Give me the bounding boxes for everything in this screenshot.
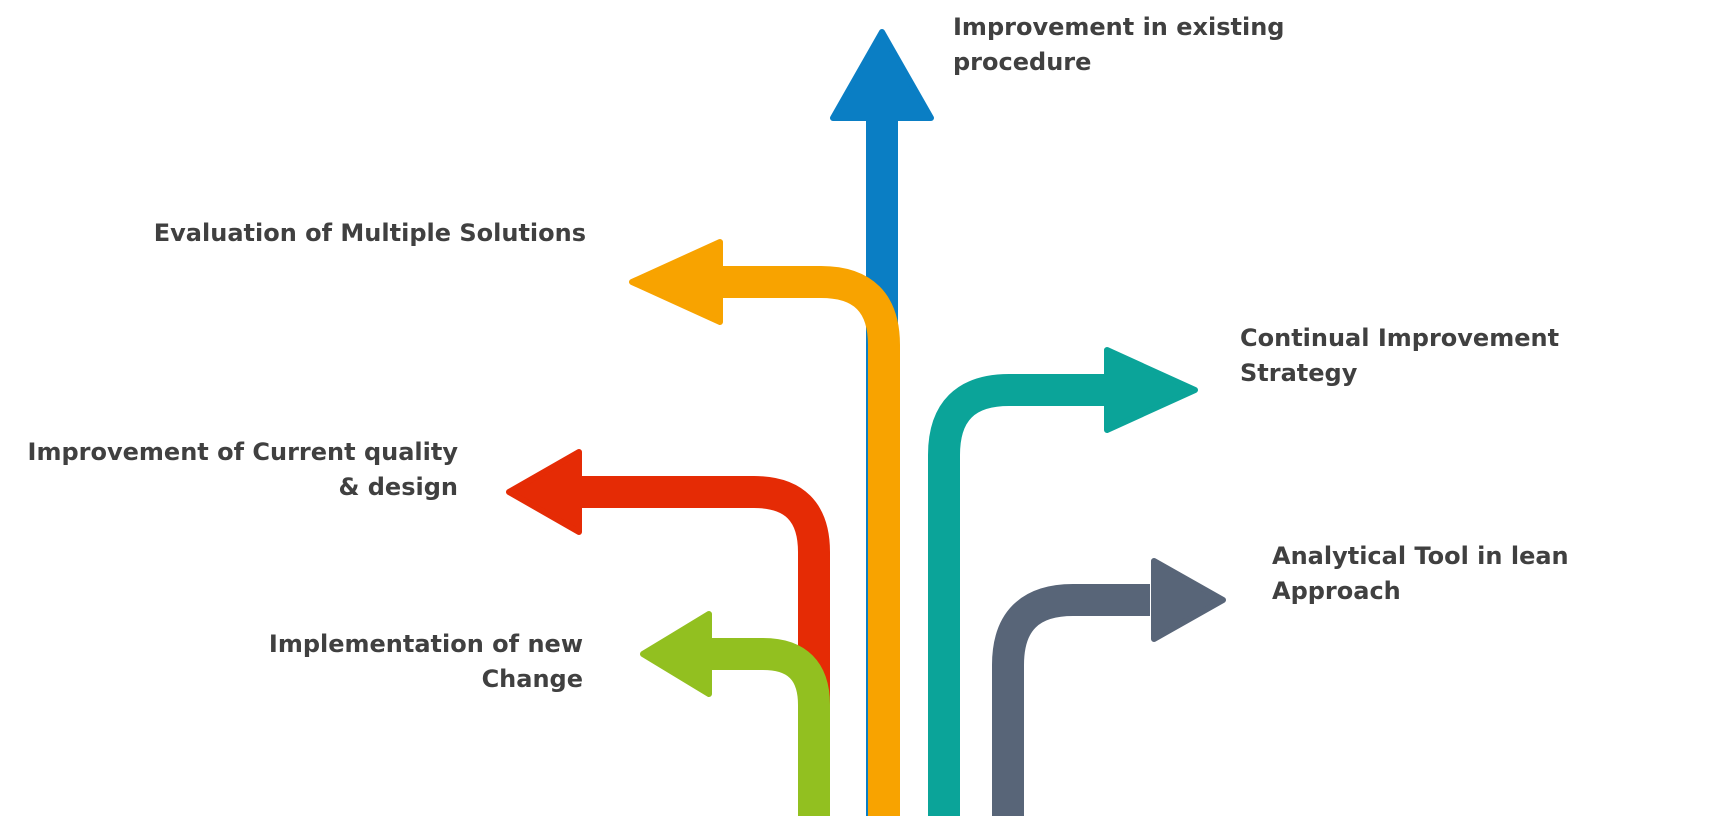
arrowhead-left — [640, 611, 712, 697]
label-line: Analytical Tool in lean — [1272, 542, 1569, 570]
label-line: Approach — [1272, 577, 1401, 605]
label-improvement-existing-procedure: Improvement in existing procedure — [953, 10, 1284, 80]
arrowhead-right — [1104, 347, 1198, 433]
label-line: procedure — [953, 48, 1092, 76]
label-line: Improvement in existing — [953, 13, 1285, 41]
label-improvement-current-quality: Improvement of Current quality & design — [28, 435, 458, 505]
arrow-shaft — [700, 266, 900, 816]
label-implementation-new-change: Implementation of new Change — [269, 627, 583, 697]
label-line: Improvement of Current quality — [27, 438, 458, 466]
label-line: & design — [338, 473, 458, 501]
label-analytical-tool-lean: Analytical Tool in lean Approach — [1272, 539, 1569, 609]
arrow-shaft — [705, 638, 830, 816]
arrow-implementation-new-change — [640, 611, 830, 816]
arrow-continual-improvement-strategy — [928, 347, 1198, 816]
label-line: Implementation of new — [268, 630, 583, 658]
arrow-shaft — [928, 374, 1115, 816]
arrowhead-up — [830, 29, 934, 121]
label-line: Change — [481, 665, 583, 693]
label-line: Strategy — [1240, 359, 1358, 387]
arrow-shaft — [580, 476, 830, 710]
arrow-evaluation-multiple-solutions — [629, 239, 900, 816]
label-continual-improvement-strategy: Continual Improvement Strategy — [1240, 321, 1559, 391]
arrowhead-left — [629, 239, 723, 325]
arrow-analytical-tool-lean — [992, 558, 1226, 816]
label-evaluation-multiple-solutions: Evaluation of Multiple Solutions — [154, 216, 586, 251]
arrow-shaft — [992, 584, 1150, 816]
label-line: Continual Improvement — [1240, 324, 1560, 352]
arrow-improvement-current-quality — [506, 449, 830, 710]
label-line: Evaluation of Multiple Solutions — [153, 219, 586, 247]
arrowhead-right — [1151, 558, 1226, 642]
arrowhead-left — [506, 449, 582, 535]
